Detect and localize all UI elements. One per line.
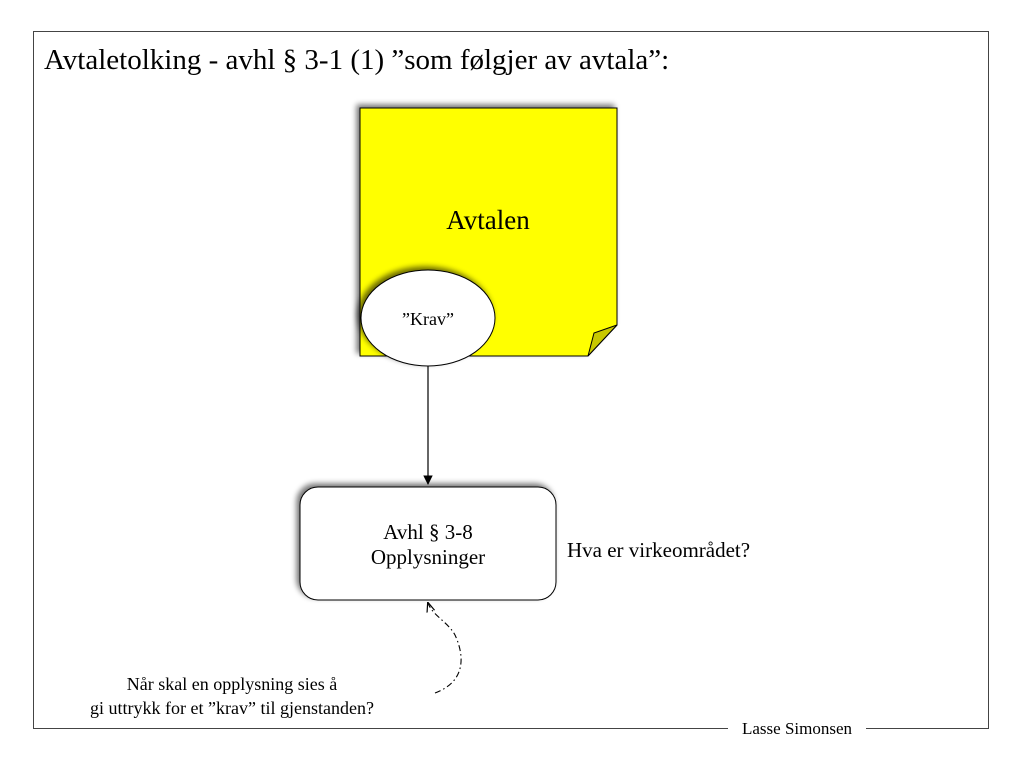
bottom-question-line1: Når skal en opplysning sies å xyxy=(126,674,338,694)
bottom-question-line2: gi uttrykk for et ”krav” til gjenstanden… xyxy=(90,698,374,718)
box-label-line2: Opplysninger xyxy=(370,545,486,569)
opplysninger-box xyxy=(299,486,557,601)
box-label-line1: Avhl § 3-8 xyxy=(383,520,473,544)
krav-label: ”Krav” xyxy=(402,309,454,329)
dashed-arrow xyxy=(428,603,462,694)
side-question: Hva er virkeområdet? xyxy=(567,538,751,562)
document-fold xyxy=(587,324,618,357)
bottom-question: Når skal en opplysning sies å gi uttrykk… xyxy=(34,672,430,720)
box-label: Avhl § 3-8 Opplysninger xyxy=(300,520,556,570)
slide-frame xyxy=(33,31,989,729)
document-label: Avtalen xyxy=(446,205,530,235)
slide-title: Avtaletolking - avhl § 3-1 (1) ”som følg… xyxy=(44,44,670,76)
author-footer: Lasse Simonsen xyxy=(728,716,867,742)
